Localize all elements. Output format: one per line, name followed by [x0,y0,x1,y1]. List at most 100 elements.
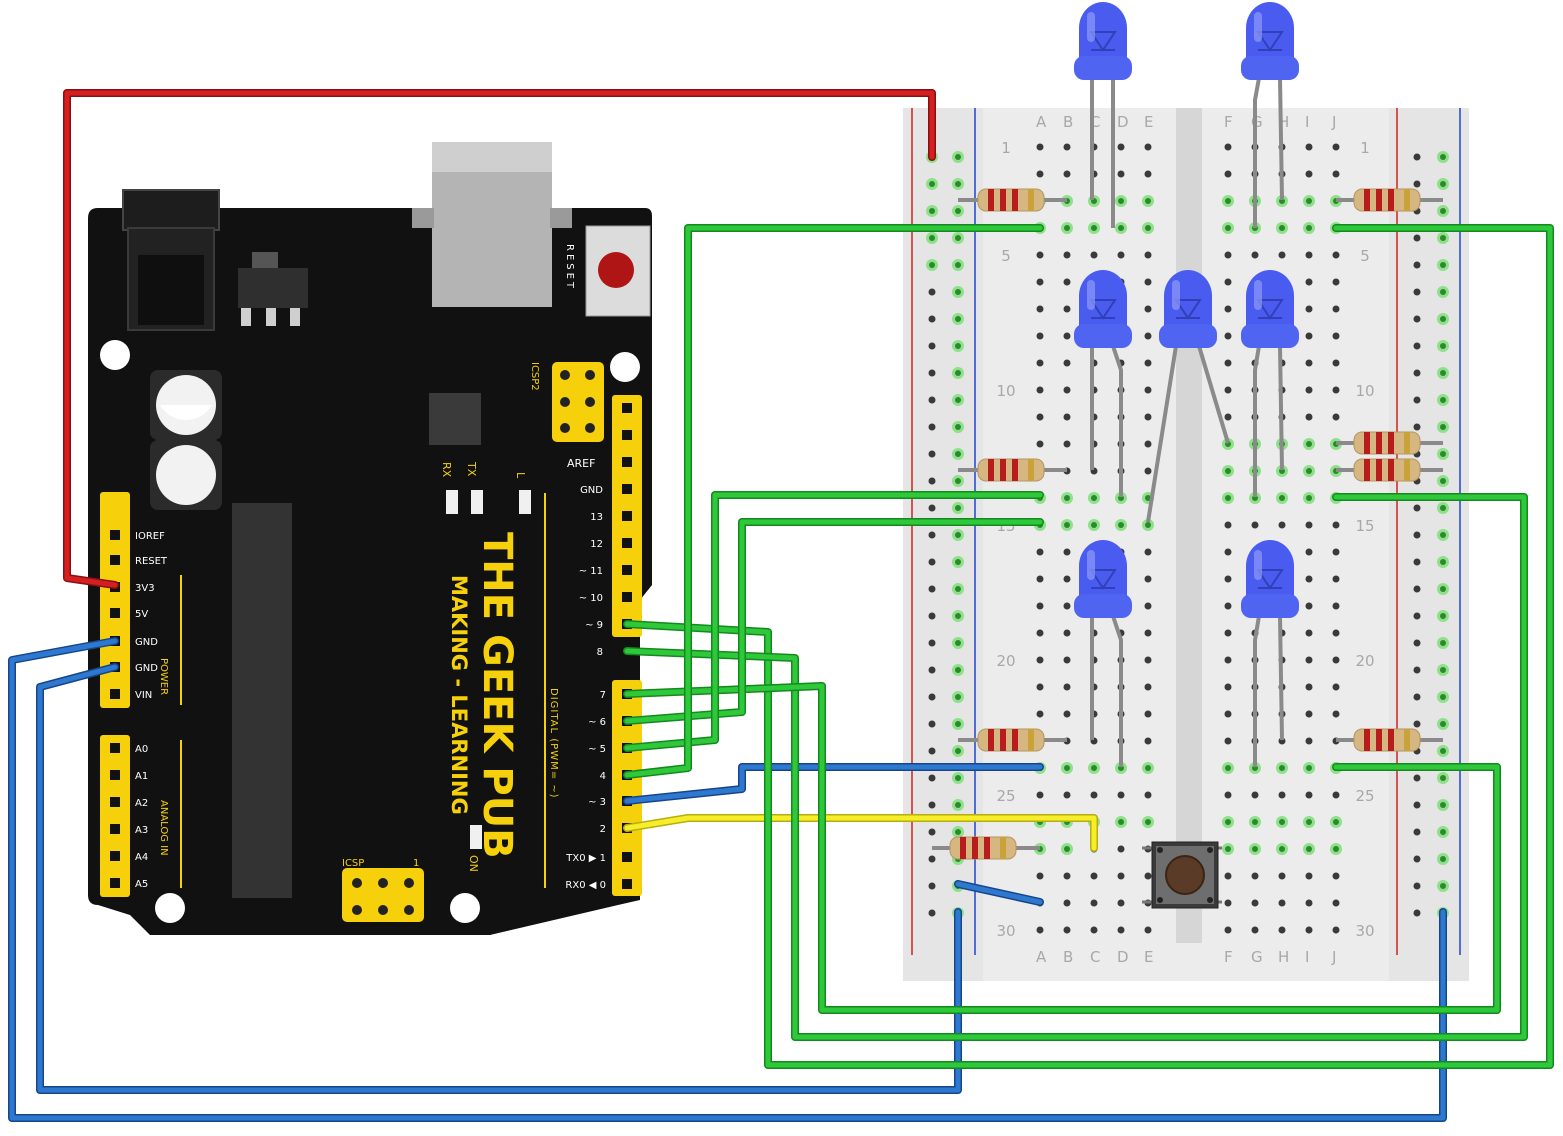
breadboard-hole [1305,251,1313,259]
row-label: 5 [1360,247,1370,265]
column-label: I [1305,948,1309,966]
breadboard-hole [1332,872,1340,880]
rail-hole [1413,261,1421,269]
rail-hole-active [1440,289,1446,295]
breadboard-hole [1332,899,1340,907]
column-label: F [1224,113,1233,131]
analog-pin[interactable] [110,824,120,834]
analog-header [100,735,130,897]
rail-hole-active [1440,208,1446,214]
breadboard-hole [1036,332,1044,340]
rail-hole-active [1440,370,1446,376]
rail-hole [928,369,936,377]
tx-led [471,490,483,514]
power-pin[interactable] [110,608,120,618]
digital-pin[interactable] [622,879,632,889]
breadboard-hole [1224,332,1232,340]
rail-hole-active [955,748,961,754]
rail-hole-active [929,262,935,268]
icsp-label: ICSP [342,858,364,869]
breadboard-hole [1332,305,1340,313]
analog-pin[interactable] [110,743,120,753]
column-label: A [1036,948,1047,966]
digital-pin[interactable] [622,511,632,521]
icsp2-pin [585,423,595,433]
reset-button[interactable] [585,225,651,317]
rail-hole-active [1440,613,1446,619]
rail-hole [1413,855,1421,863]
rail-hole [1413,558,1421,566]
breadboard-hole-active [1225,468,1231,474]
row-label: 10 [996,382,1015,400]
breadboard-hole [1036,251,1044,259]
rail-hole [928,396,936,404]
breadboard-hole [1090,872,1098,880]
breadboard-hole [1251,926,1259,934]
breadboard-hole [1036,548,1044,556]
row-label: 20 [996,652,1015,670]
analog-pin[interactable] [110,770,120,780]
breadboard-hole-active [1225,495,1231,501]
breadboard-hole [1144,926,1152,934]
analog-pin[interactable] [110,878,120,888]
reset-label: RESET [564,244,575,291]
push-button[interactable] [1142,841,1222,909]
rail-hole [928,774,936,782]
digital-pin-label: RX0 ◀ 0 [565,880,606,891]
breadboard-hole-active [1145,225,1151,231]
breadboard-hole [1036,440,1044,448]
breadboard-hole [1224,548,1232,556]
breadboard-hole [1332,386,1340,394]
digital-pin[interactable] [622,565,632,575]
breadboard-hole [1305,332,1313,340]
rail-hole-active [955,829,961,835]
column-label: H [1278,113,1289,131]
breadboard-hole [1278,872,1286,880]
digital-pin[interactable] [622,592,632,602]
digital-pin[interactable] [622,403,632,413]
digital-pin[interactable] [622,852,632,862]
breadboard-hole-active [1252,819,1258,825]
breadboard-hole [1144,710,1152,718]
digital-pin[interactable] [622,457,632,467]
icsp2-pin [585,397,595,407]
breadboard-hole-active [1306,468,1312,474]
breadboard-hole [1036,602,1044,610]
breadboard-hole [1063,413,1071,421]
breadboard-hole-active [1306,819,1312,825]
blue-led [1146,270,1230,523]
breadboard-hole [1063,926,1071,934]
icsp-pin [378,905,388,915]
power-pin[interactable] [110,530,120,540]
breadboard-hole [1224,413,1232,421]
digital-pin[interactable] [622,430,632,440]
column-label: J [1331,113,1336,131]
blue-led [1074,2,1132,228]
breadboard-hole [1305,629,1313,637]
on-label: ON [467,855,480,872]
digital-header-low [612,680,642,896]
icsp2-label: ICSP2 [529,362,540,391]
power-label: POWER [158,658,169,695]
breadboard-hole [1144,386,1152,394]
voltage-regulator [238,252,308,326]
analog-pin[interactable] [110,797,120,807]
signal-wire-core [624,492,1043,751]
digital-pin-label: GND [580,485,603,496]
icsp-header [342,868,424,922]
power-pin[interactable] [110,689,120,699]
column-label: D [1117,113,1129,131]
digital-pin[interactable] [622,484,632,494]
rail-hole-active [1440,181,1446,187]
rail-hole [1413,612,1421,620]
rail-hole-active [955,640,961,646]
mounting-hole [100,340,130,370]
rail-hole [928,639,936,647]
power-pin[interactable] [110,555,120,565]
digital-pin[interactable] [622,538,632,548]
breadboard-hole [1036,926,1044,934]
analog-pin[interactable] [110,851,120,861]
breadboard-hole [1063,791,1071,799]
column-label: A [1036,113,1047,131]
